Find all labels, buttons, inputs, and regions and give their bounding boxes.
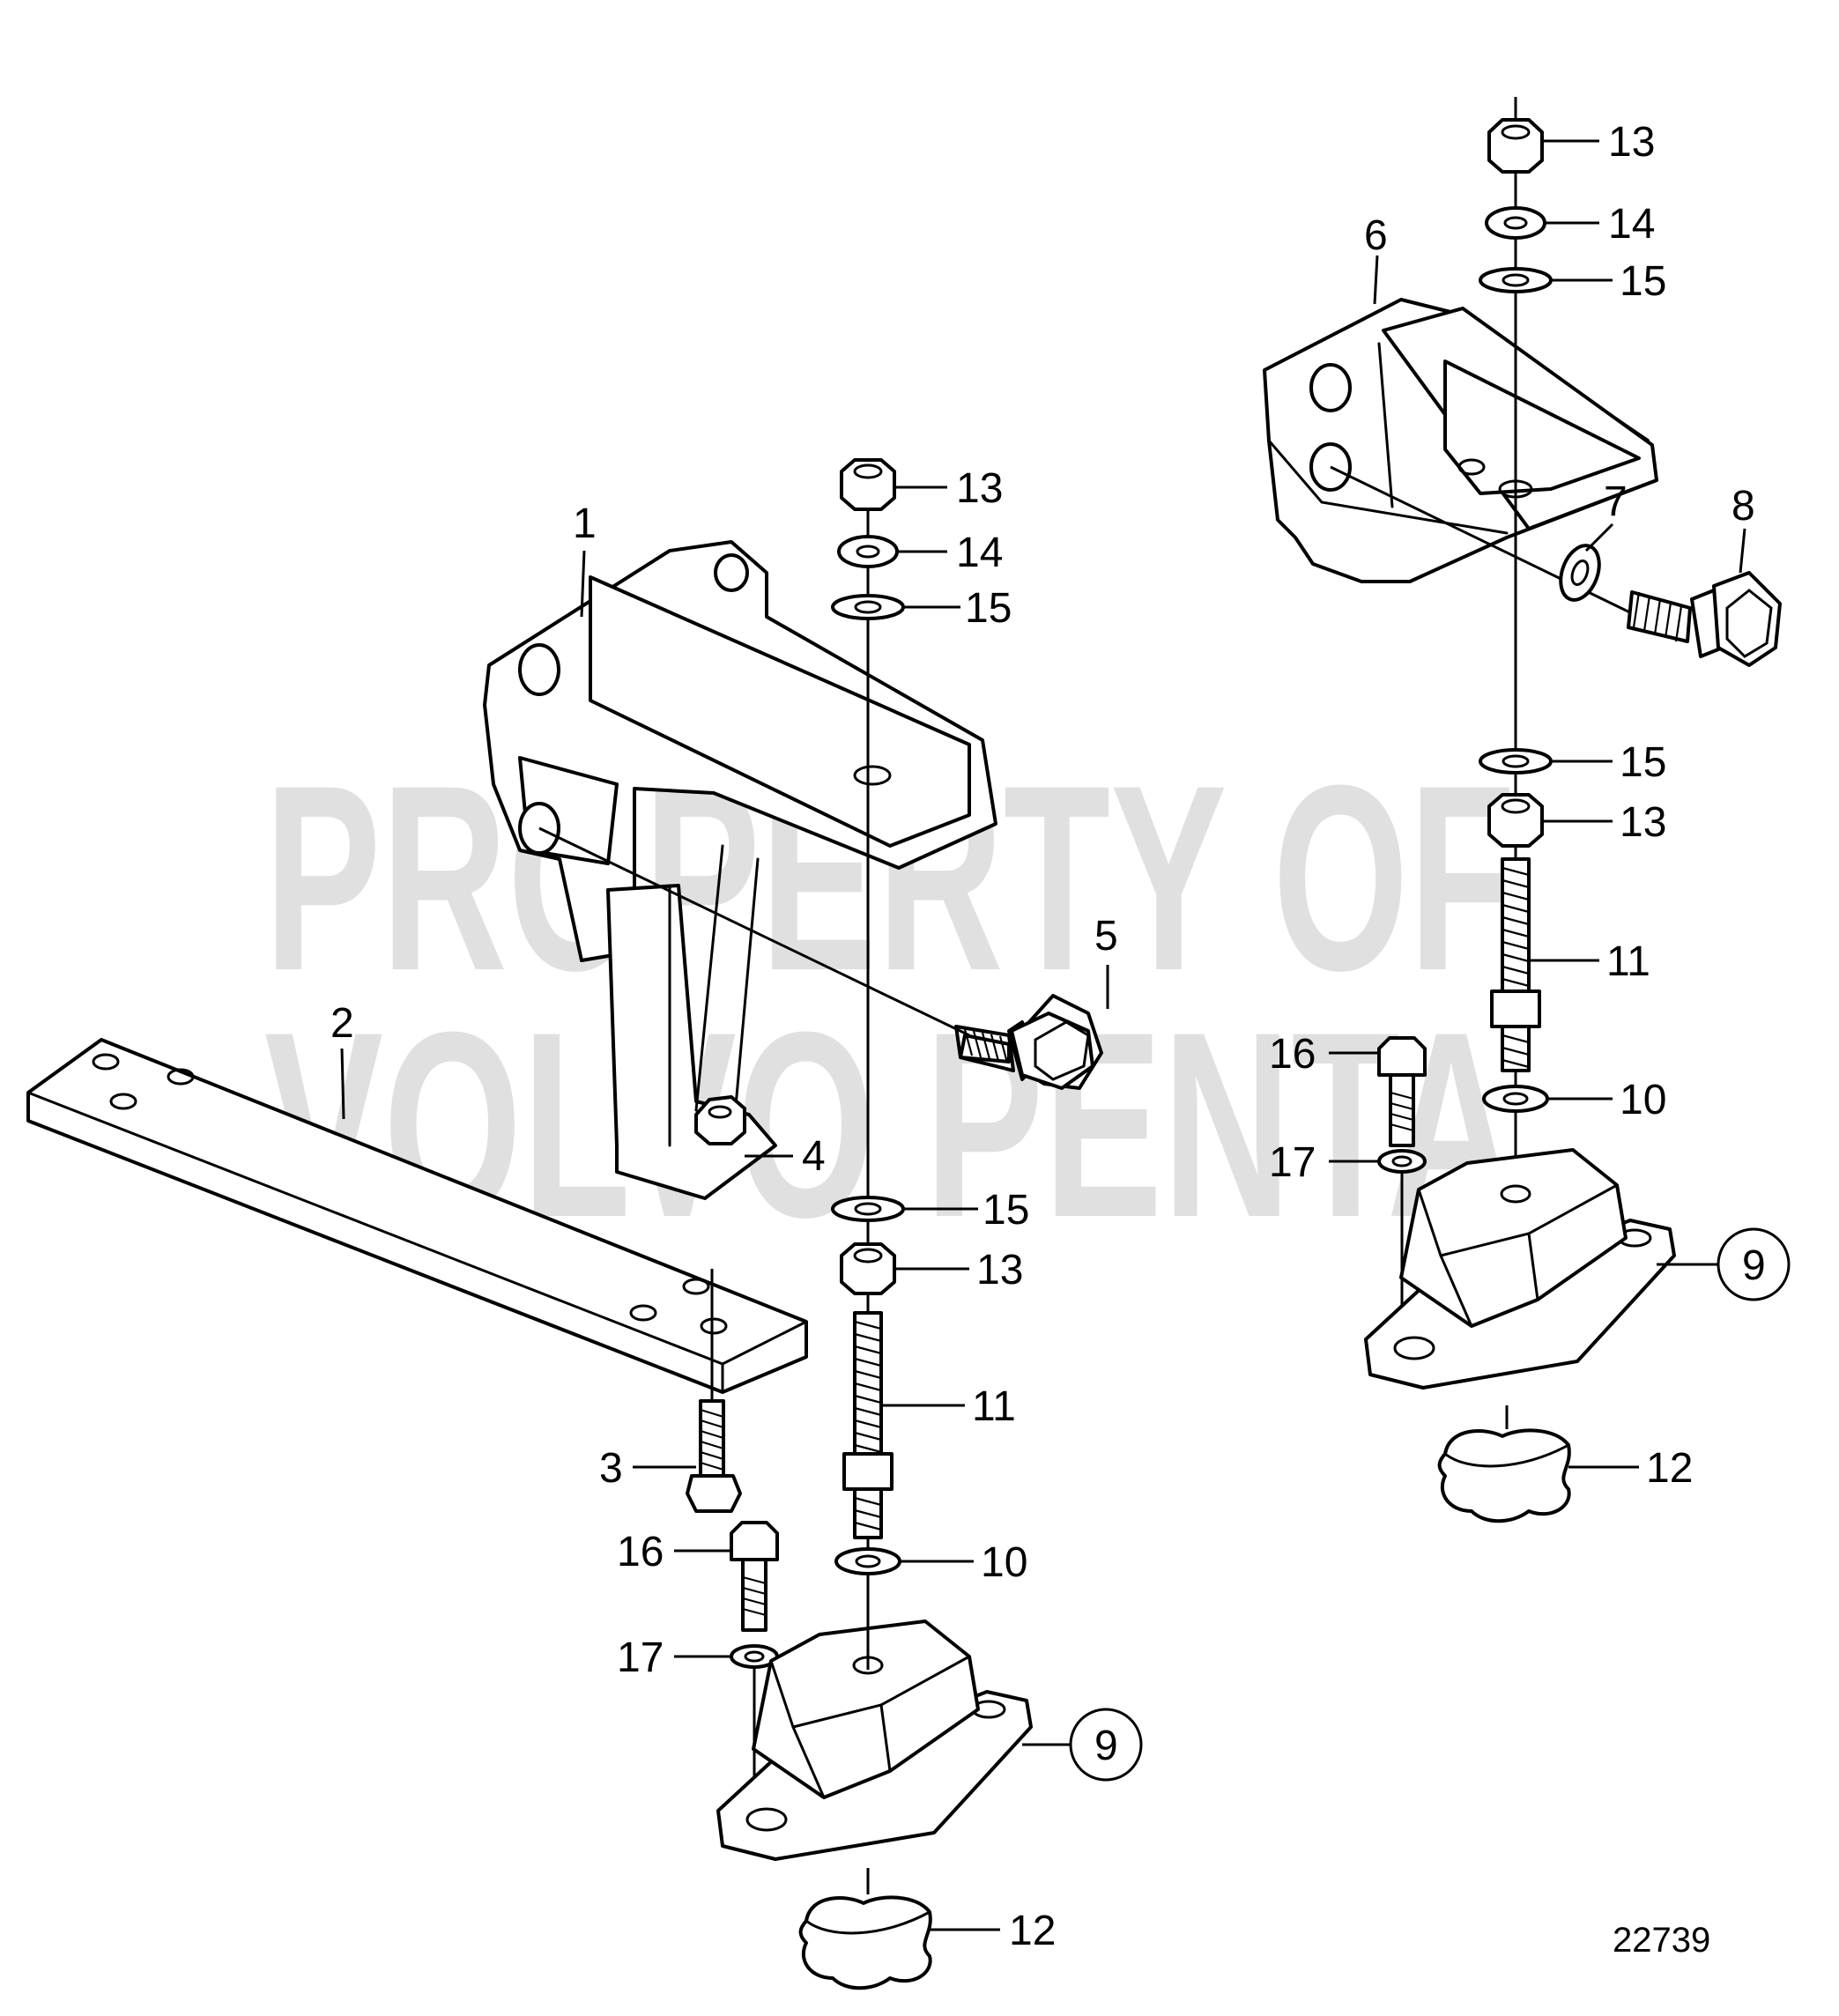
- washer-part-15-left-bottom: [831, 1196, 905, 1222]
- label-part-13-right-bottom: 13: [1620, 799, 1666, 846]
- label-part-15-right-bottom: 15: [1620, 739, 1666, 786]
- bolt-part-8: [1627, 571, 1782, 667]
- label-part-8: 8: [1731, 483, 1755, 530]
- label-part-12-left: 12: [1009, 1908, 1056, 1954]
- washer-part-15-left-top: [831, 594, 905, 620]
- flat-bar-part-2: [26, 1038, 808, 1394]
- bolt-part-3: [686, 1399, 742, 1513]
- label-part-15-left-bottom: 15: [983, 1187, 1029, 1234]
- label-part-9-left: 9: [1094, 1723, 1118, 1769]
- label-part-3: 3: [599, 1445, 623, 1492]
- label-part-11-right: 11: [1606, 938, 1650, 985]
- label-part-1: 1: [573, 500, 597, 547]
- label-part-2: 2: [330, 1000, 354, 1047]
- nut-part-13-left-bottom: [840, 1242, 896, 1295]
- bolt-part-16-left: [730, 1521, 779, 1632]
- label-part-7: 7: [1604, 478, 1628, 525]
- bracket-part-6: [1263, 298, 1658, 583]
- label-part-13-right-top: 13: [1608, 119, 1655, 166]
- nut-part-13-right-top: [1487, 118, 1544, 174]
- label-part-10-right: 10: [1620, 1077, 1666, 1123]
- bolt-part-16-right: [1377, 1036, 1427, 1147]
- cap-part-12-left: [798, 1868, 932, 1990]
- label-part-17-right: 17: [1269, 1139, 1316, 1186]
- mount-part-9-right: [1364, 1148, 1676, 1390]
- nut-part-4: [694, 1095, 746, 1145]
- washer-part-10-left: [834, 1547, 901, 1575]
- label-part-4: 4: [802, 1133, 826, 1180]
- washer-part-7: [1559, 544, 1601, 602]
- label-part-16-left: 16: [617, 1529, 664, 1575]
- label-part-13-left-top: 13: [956, 465, 1003, 512]
- label-part-11-left: 11: [972, 1383, 1016, 1430]
- callout-leaders: [340, 139, 1791, 1931]
- label-part-9-right: 9: [1742, 1242, 1766, 1289]
- washer-part-15-right-bottom: [1479, 748, 1553, 775]
- nut-part-13-left-top: [840, 458, 896, 511]
- label-part-14-left: 14: [956, 530, 1003, 576]
- callout-labels: 1 2 3 4 5 13 14 15 15 13 11 10 16 17 9 1…: [330, 119, 1766, 1954]
- label-part-17-left: 17: [617, 1634, 664, 1681]
- label-part-15-left-top: 15: [965, 585, 1012, 632]
- nut-part-13-right-bottom: [1487, 793, 1544, 848]
- label-part-10-left: 10: [981, 1539, 1027, 1586]
- label-part-13-left-bottom: 13: [976, 1247, 1023, 1293]
- label-part-5: 5: [1094, 913, 1118, 960]
- label-part-12-right: 12: [1646, 1445, 1693, 1492]
- washer-part-10-right: [1482, 1085, 1549, 1113]
- reference-number: 22739: [1613, 1921, 1710, 1960]
- washer-part-15-right-top: [1479, 267, 1553, 293]
- label-part-15-right-top: 15: [1620, 258, 1666, 305]
- stud-part-11-right: [1490, 857, 1541, 1072]
- label-part-14-right: 14: [1608, 201, 1655, 248]
- cap-part-12-right: [1437, 1405, 1571, 1523]
- label-part-6: 6: [1364, 212, 1388, 259]
- bolt-part-5: [954, 994, 1103, 1090]
- washer-part-14-right: [1485, 206, 1546, 240]
- mount-part-9-left: [716, 1619, 1033, 1861]
- label-part-16-right: 16: [1269, 1031, 1316, 1078]
- washer-part-14-left: [837, 535, 899, 568]
- washer-part-17-right: [1377, 1149, 1427, 1174]
- stud-part-11-left: [842, 1311, 894, 1539]
